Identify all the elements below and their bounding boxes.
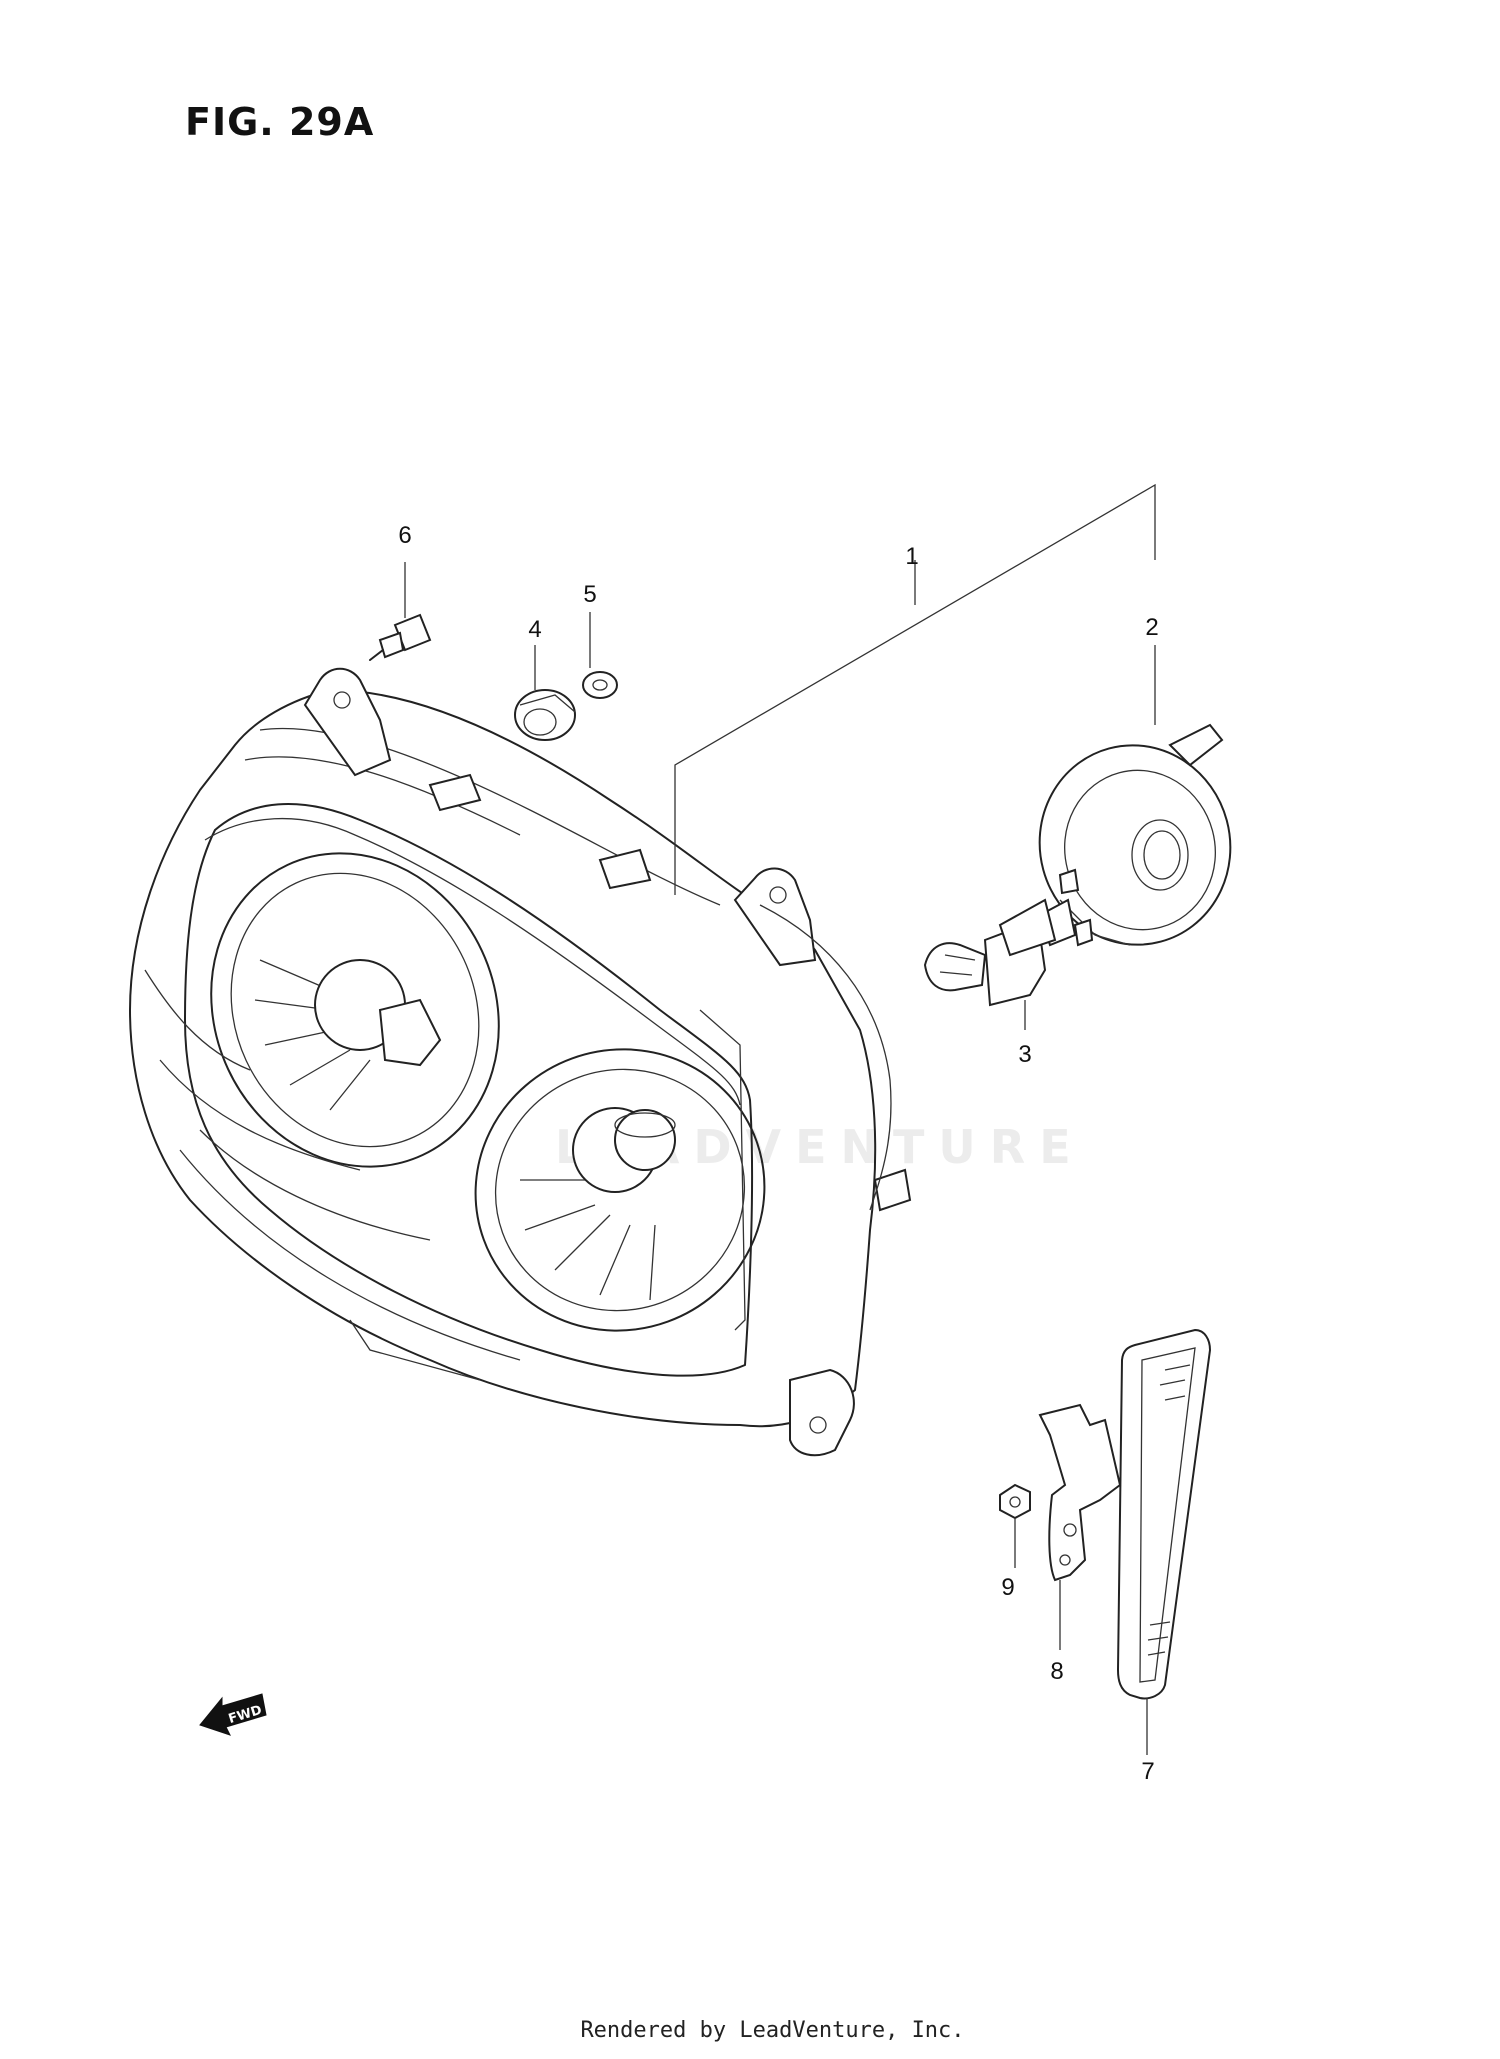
headlamp-assembly: [129, 667, 912, 1457]
reflex-reflector: [1116, 1328, 1212, 1700]
reflector-bracket: [1038, 1403, 1122, 1582]
callout-2: 2: [1145, 614, 1159, 641]
callout-8: 8: [1050, 1658, 1064, 1685]
callout-5: 5: [583, 581, 597, 608]
nut: [999, 1483, 1031, 1520]
callout-7: 7: [1141, 1758, 1155, 1785]
headlamp-bulb: [923, 868, 1094, 1007]
callout-1-leader: [674, 483, 1156, 895]
screw: [369, 613, 432, 661]
callout-6: 6: [398, 522, 412, 549]
callout-9: 9: [1001, 1574, 1015, 1601]
cushion: [514, 689, 576, 741]
callout-3: 3: [1018, 1041, 1032, 1068]
callout-4: 4: [528, 616, 542, 643]
footer-credit: Rendered by LeadVenture, Inc.: [580, 2018, 965, 2043]
callout-1: 1: [905, 543, 919, 570]
fwd-arrow-icon: FWD: [199, 1693, 267, 1736]
figure-title: FIG. 29A: [185, 100, 375, 144]
washer: [582, 671, 618, 699]
bulb-socket-cover: [1038, 723, 1232, 946]
